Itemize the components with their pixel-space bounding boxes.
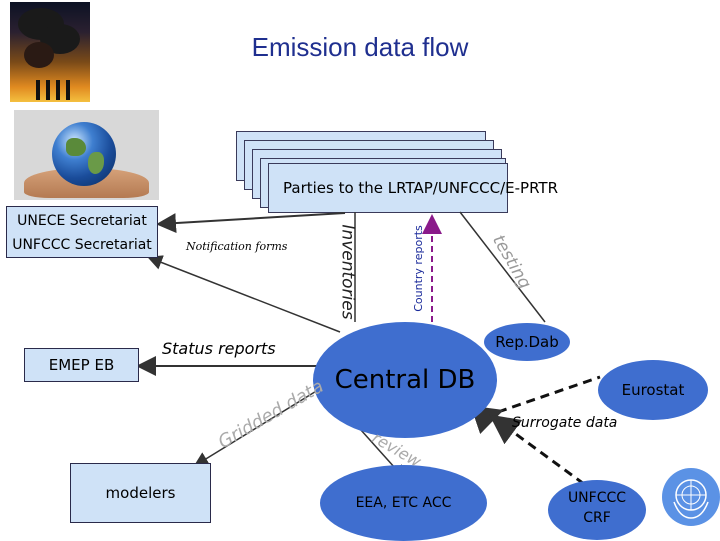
status-reports-label: Status reports	[162, 339, 276, 358]
parties-label: Parties to the LRTAP/UNFCCC/E-PRTR	[283, 179, 559, 197]
un-emblem-icon	[673, 479, 709, 519]
arrow-testing	[459, 211, 546, 323]
repdab-node: Rep.Dab	[484, 323, 570, 361]
central-db-node: Central DB	[313, 322, 497, 438]
modelers-box: modelers	[70, 463, 211, 523]
arrow-crf	[489, 414, 585, 486]
un-emblem-logo	[662, 468, 720, 526]
crf-line-2: CRF	[583, 510, 611, 526]
surrogate-data-label: Surrogate data	[512, 415, 618, 431]
inventories-label: Inventories	[337, 224, 358, 320]
unfccc-crf-node: UNFCCC CRF	[548, 480, 646, 540]
smokestack-photo	[10, 2, 90, 102]
crf-line-1: UNFCCC	[567, 490, 627, 506]
slide-title: Emission data flow	[251, 32, 469, 62]
eurostat-node: Eurostat	[598, 360, 708, 420]
arrow-parties-to-secretariat	[156, 212, 346, 234]
secretariat-line-1: UNECE Secretariat	[17, 213, 147, 229]
notification-forms-label: Notification forms	[186, 240, 288, 253]
country-reports-label: Country reports	[411, 225, 425, 312]
secretariat-line-2: UNFCCC Secretariat	[12, 237, 152, 253]
secretariat-box: UNECE Secretariat UNFCCC Secretariat	[6, 206, 158, 258]
emep-box: EMEP EB	[24, 348, 139, 382]
arrow-central-to-secretariat	[147, 255, 341, 333]
arrow-eurostat	[470, 375, 601, 434]
parties-card: Parties to the LRTAP/UNFCCC/E-PRTR	[268, 163, 558, 213]
eea-node: EEA, ETC ACC	[320, 465, 487, 541]
arrow-gridded-data	[193, 389, 319, 467]
earth-in-hands-photo	[14, 110, 159, 200]
